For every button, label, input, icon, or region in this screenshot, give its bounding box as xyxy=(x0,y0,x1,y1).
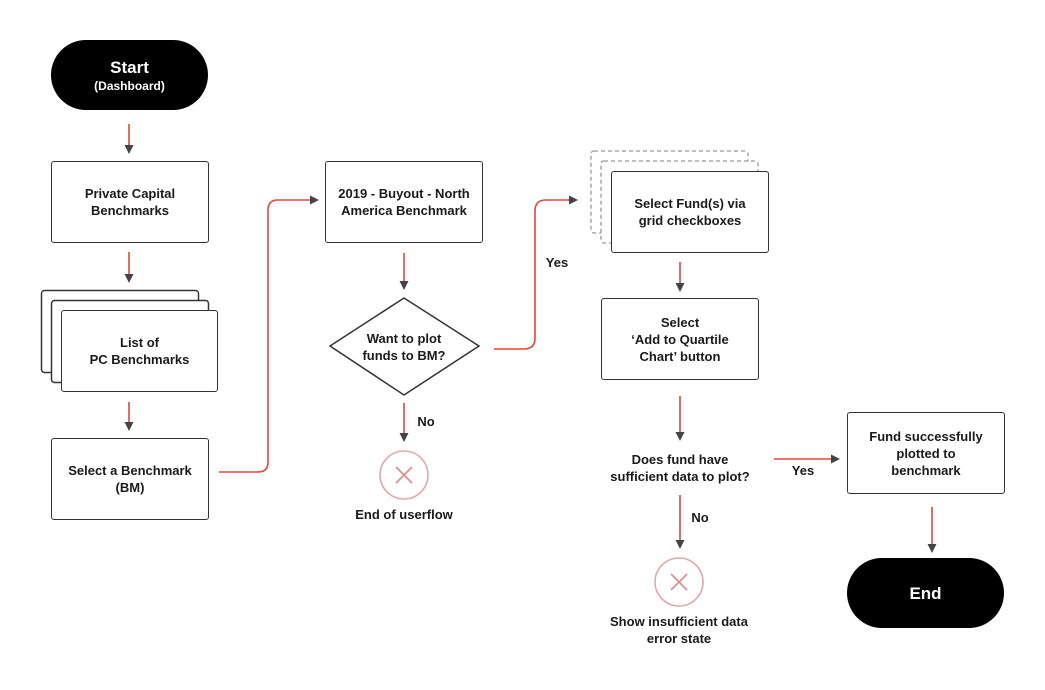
start-title: Start xyxy=(110,57,149,77)
arrow-select-to-2019 xyxy=(219,195,319,473)
list-pc-node: List of PC Benchmarks xyxy=(61,310,218,392)
start-subtitle: (Dashboard) xyxy=(94,78,165,93)
label-yes-2: Yes xyxy=(791,463,815,478)
select-add-node: Select ‘Add to Quartile Chart’ button xyxy=(601,298,759,380)
label-yes-1: Yes xyxy=(545,255,569,270)
insufficient-label: Show insufficient data error state xyxy=(610,614,748,646)
fund-plotted-node: Fund successfully plotted to benchmark xyxy=(847,412,1005,494)
end-terminal: End xyxy=(847,558,1004,628)
select-funds-node: Select Fund(s) via grid checkboxes xyxy=(611,171,769,253)
end-title: End xyxy=(909,583,942,603)
start-terminal: Start (Dashboard) xyxy=(51,40,208,110)
decision-label: Want to plot funds to BM? xyxy=(362,331,446,363)
sufficient-data-label: Does fund have sufficient data to plot? xyxy=(610,452,750,484)
label-no-1: No xyxy=(417,414,435,429)
label-no-2: No xyxy=(691,510,709,525)
select-benchmark-node: Select a Benchmark (BM) xyxy=(51,438,209,520)
cancel-icon xyxy=(379,450,429,500)
decision-diamond xyxy=(328,297,481,396)
benchmark-2019-node: 2019 - Buyout - North America Benchmark xyxy=(325,161,483,243)
end-of-userflow-label: End of userflow xyxy=(355,507,453,522)
cancel-icon xyxy=(654,557,704,607)
arrow-decision-to-select-funds xyxy=(494,195,578,350)
private-capital-node: Private Capital Benchmarks xyxy=(51,161,209,243)
